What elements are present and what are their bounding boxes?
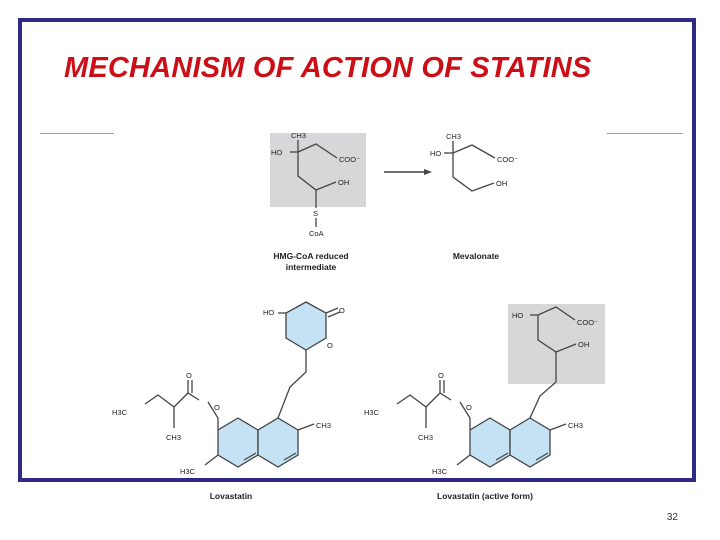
lova-active-chain-h3c-label: H3C: [364, 408, 380, 417]
lovastatin-structure: HO O O O O H3C CH3 CH3 H3C Lovastatin: [112, 301, 345, 501]
lova-active-acyl-o-label: O: [438, 371, 444, 380]
hmg-s-label: S: [313, 209, 318, 218]
hmg-ch3-label: CH3: [291, 131, 306, 140]
lovastatin-lactone-ring: [285, 301, 327, 351]
hmg-coa-bonds: [290, 140, 338, 227]
page-number: 32: [666, 512, 678, 523]
slide-title: MECHANISM OF ACTION OF STATINS: [64, 52, 592, 84]
lova-active-oh-label: OH: [578, 340, 589, 349]
lovastatin-ring-right: [257, 417, 299, 468]
hmg-caption-line2: intermediate: [286, 262, 337, 272]
mev-coo-label: COO⁻: [497, 155, 518, 164]
hmg-coa-structure: HO CH3 COO⁻ OH S CoA HMG-CoA reduced int…: [270, 131, 366, 272]
lova-ring-ch3-label: CH3: [316, 421, 331, 430]
lova-active-ring-h3c-label: H3C: [432, 467, 448, 476]
lovastatin-bonds: [144, 307, 341, 466]
lova-ho-label: HO: [263, 308, 274, 317]
lovastatin-ring-left: [217, 417, 259, 468]
lova-active-ring-ch3-label: CH3: [568, 421, 583, 430]
reaction-arrow: [384, 169, 432, 175]
title-rule-right: [607, 133, 683, 134]
lova-active-coo-label: COO⁻: [577, 318, 598, 327]
hmg-oh-label: OH: [338, 178, 349, 187]
hmg-coa-label: CoA: [309, 229, 324, 238]
mevalonate-bonds: [444, 141, 496, 192]
lova-carbonyl-o-label: O: [339, 306, 345, 315]
mev-ho-label: HO: [430, 149, 441, 158]
lova-active-ester-o-label: O: [466, 403, 472, 412]
lovastatin-caption: Lovastatin: [210, 491, 253, 501]
title-rule-left: [40, 133, 114, 134]
lova-ester-o-label: O: [214, 403, 220, 412]
hmg-coa-highlight-box: [270, 133, 366, 207]
lovastatin-active-ring-left: [469, 417, 511, 468]
lovastatin-active-caption: Lovastatin (active form): [437, 491, 533, 501]
lova-chain-h3c-label: H3C: [112, 408, 128, 417]
lova-ring-h3c-label: H3C: [180, 467, 196, 476]
lovastatin-active-ring-right: [509, 417, 551, 468]
lovastatin-active-structure: HO COO⁻ OH O O H3C CH3 CH3 H3C Lovastati…: [364, 304, 605, 501]
mev-ch3-label: CH3: [446, 132, 461, 141]
hmg-caption-line1: HMG-CoA reduced: [273, 251, 348, 261]
lova-active-branch-ch3-label: CH3: [418, 433, 433, 442]
lova-branch-ch3-label: CH3: [166, 433, 181, 442]
mev-oh-label: OH: [496, 179, 507, 188]
slide-frame: [18, 18, 696, 482]
lovastatin-active-bonds: [396, 306, 577, 466]
hmg-ho-label: HO: [271, 148, 282, 157]
mevalonate-structure: HO CH3 COO⁻ OH Mevalonate: [430, 132, 518, 261]
lova-acyl-o-label: O: [186, 371, 192, 380]
mevalonate-caption: Mevalonate: [453, 251, 500, 261]
lova-active-ho-label: HO: [512, 311, 523, 320]
lova-ring-o-label: O: [327, 341, 333, 350]
hmg-coo-label: COO⁻: [339, 155, 360, 164]
